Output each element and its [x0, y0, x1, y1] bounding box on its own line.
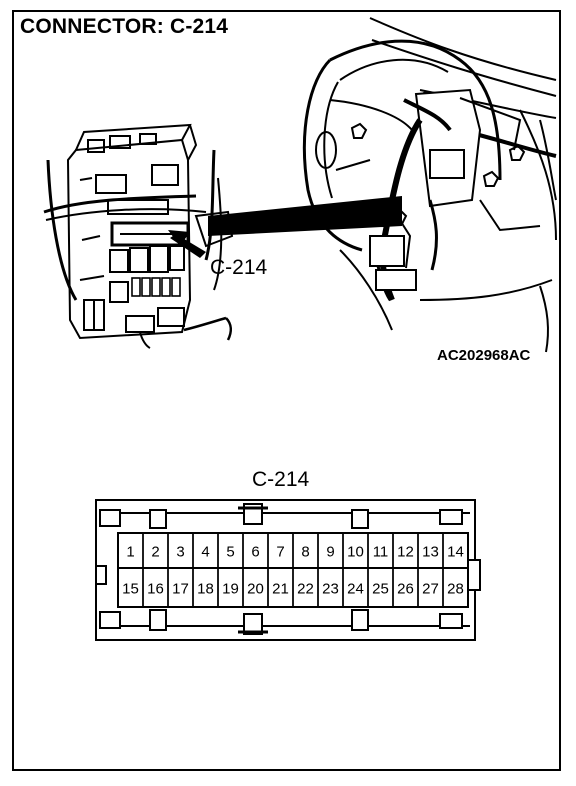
pin-number: 9: [326, 544, 334, 561]
pin-number: 26: [397, 581, 414, 598]
pin-number: 15: [122, 581, 139, 598]
pin-number: 27: [422, 581, 439, 598]
location-wedge: [208, 196, 402, 236]
pin-number: 14: [447, 544, 464, 561]
connector-face-title: C-214: [252, 468, 310, 491]
pin-number: 12: [397, 544, 414, 561]
pin-number: 13: [422, 544, 439, 561]
page-title: CONNECTOR: C-214: [20, 15, 229, 38]
pin-number: 24: [347, 581, 364, 598]
pin-number: 8: [301, 544, 309, 561]
pin-number: 22: [297, 581, 314, 598]
pin-number: 20: [247, 581, 264, 598]
dashboard-illustration: [302, 17, 557, 353]
pin-number: 19: [222, 581, 239, 598]
connector-callout-label: C-214: [210, 256, 268, 279]
pin-number: 17: [172, 581, 189, 598]
pin-number: 4: [201, 544, 209, 561]
pin-number: 25: [372, 581, 389, 598]
pin-number: 2: [151, 544, 159, 561]
pin-number: 7: [276, 544, 284, 561]
diagram-frame: [12, 10, 561, 771]
pin-number: 16: [147, 581, 164, 598]
pin-number: 3: [176, 544, 184, 561]
arrow-head: [168, 230, 190, 246]
connector-face: [95, 499, 481, 641]
pin-number: 10: [347, 544, 364, 561]
pin-cavity: [442, 567, 469, 608]
pin-number: 6: [251, 544, 259, 561]
pin-number: 11: [373, 544, 389, 561]
pin-number: 18: [197, 581, 214, 598]
pin-number: 1: [126, 544, 134, 561]
pin-number: 5: [226, 544, 234, 561]
figure-code: AC202968AC: [437, 347, 531, 364]
junction-block-illustration: [43, 123, 234, 349]
pin-number: 23: [322, 581, 339, 598]
pin-number: 28: [447, 581, 464, 598]
pin-number: 21: [272, 581, 289, 598]
